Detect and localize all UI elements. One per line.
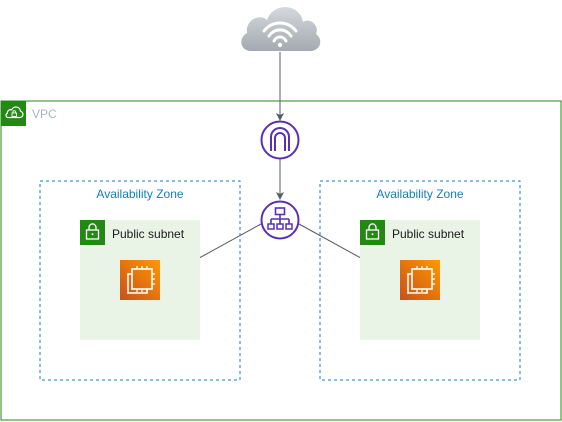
subnet-label: Public subnet xyxy=(392,227,465,241)
ec2-instance-icon xyxy=(400,260,440,300)
availability-zone-2: Availability Zone Public subnet xyxy=(319,180,521,381)
elastic-load-balancer-icon xyxy=(260,200,300,240)
availability-zone-1: Availability Zone Public subnet xyxy=(39,180,241,381)
internet-cloud-icon xyxy=(241,7,321,52)
availability-zone-label: Availability Zone xyxy=(96,187,183,201)
ec2-instance-icon xyxy=(120,260,160,300)
vpc-icon xyxy=(1,101,26,126)
vpc-border xyxy=(0,100,562,421)
lock-icon xyxy=(80,220,105,245)
subnet-label: Public subnet xyxy=(112,227,185,241)
vpc-group: VPC xyxy=(0,100,562,421)
availability-zone-label: Availability Zone xyxy=(376,187,463,201)
availability-zone-border xyxy=(39,180,241,381)
internet-gateway-icon xyxy=(260,120,300,160)
vpc-label: VPC xyxy=(32,107,57,121)
availability-zone-border xyxy=(319,180,521,381)
lock-icon xyxy=(360,220,385,245)
public-subnet-2: Public subnet xyxy=(360,220,480,340)
public-subnet-1: Public subnet xyxy=(80,220,200,340)
